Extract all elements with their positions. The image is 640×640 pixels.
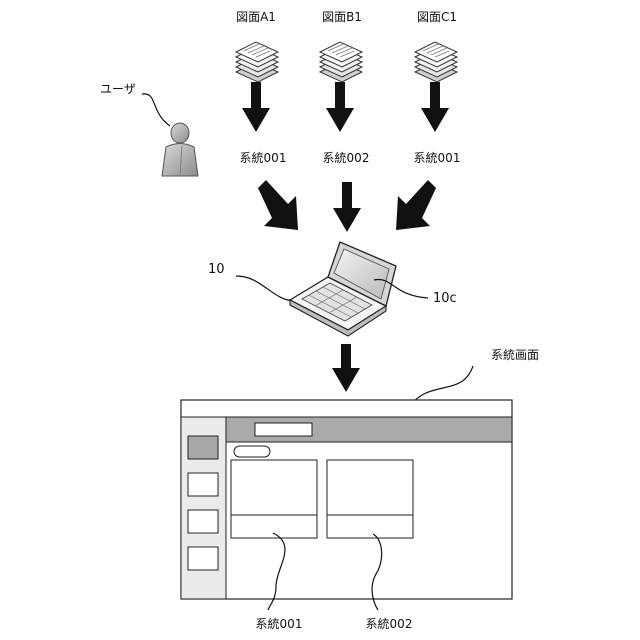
drawing-a1-system-label: 系統001 [240,151,287,165]
down-arrow-icon [326,82,354,132]
down-arrow-icon [421,82,449,132]
sidebar-item[interactable] [188,510,218,533]
drawing-b1-system-label: 系統002 [323,151,370,165]
user-leader-line [142,94,170,126]
document-stack-icon [415,42,457,82]
drawing-a1-label: 図面A1 [236,10,276,24]
arrow-right-to-terminal-icon [396,180,436,230]
drawing-b1: 図面B1 系統002 [320,10,369,165]
system-panel-001[interactable] [231,460,317,538]
arrow-center-to-terminal-icon [333,182,361,232]
panel-002-label: 系統002 [366,617,413,631]
pill-button[interactable] [234,446,270,457]
arrow-to-screen-icon [332,344,360,392]
terminal-screen-ref-label: 10c [433,291,457,306]
down-arrow-icon [242,82,270,132]
drawing-b1-label: 図面B1 [322,10,362,24]
system-panel-002[interactable] [327,460,413,538]
system-screen [181,400,512,599]
terminal-leader-line [236,276,294,301]
person-icon [162,123,198,176]
document-stack-icon [236,42,278,82]
laptop-icon [290,242,396,336]
sidebar-item[interactable] [188,473,218,496]
panel-001-label: 系統001 [256,617,303,631]
terminal: 10 10c [208,242,457,336]
user-label: ユーザ [100,82,136,96]
drawing-a1: 図面A1 系統001 [236,10,286,165]
user: ユーザ [100,82,198,176]
header-input-box[interactable] [255,423,312,436]
document-stack-icon [320,42,362,82]
drawing-c1-label: 図面C1 [417,10,457,24]
system-screen-label: 系統画面 [491,348,539,362]
drawing-c1-system-label: 系統001 [414,151,461,165]
sidebar-item[interactable] [188,547,218,570]
arrow-left-to-terminal-icon [258,180,298,230]
sidebar-item-active[interactable] [188,436,218,459]
drawing-c1: 図面C1 系統001 [414,10,461,165]
terminal-ref-label: 10 [208,262,225,277]
